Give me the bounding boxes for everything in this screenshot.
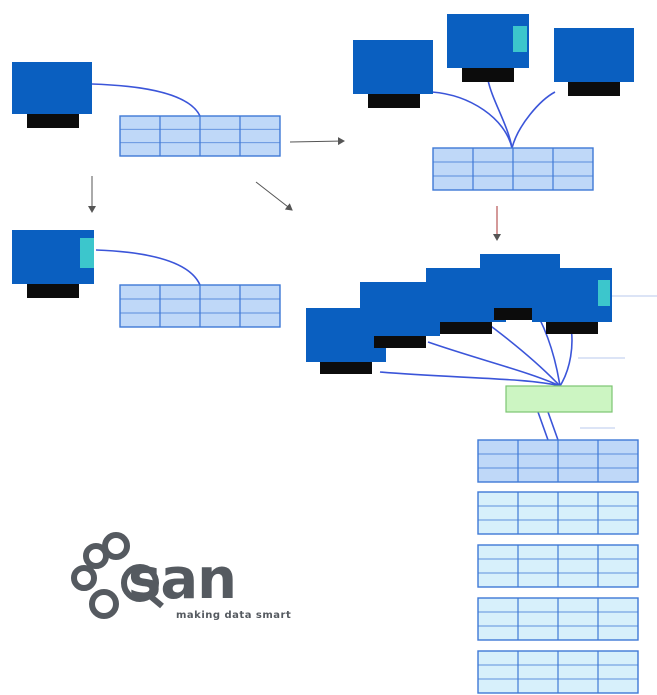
- link-switch-to-array-b: [547, 411, 559, 441]
- connection-links: [91, 79, 573, 441]
- link-san-server-1: [379, 371, 561, 387]
- das-storage-unit: [119, 115, 281, 157]
- link-nas-server-right: [511, 91, 556, 149]
- das-server-monitor: [12, 62, 92, 128]
- nas-server-middle-monitor: [447, 14, 529, 82]
- storage-units: [119, 115, 639, 694]
- link-san-server-2: [427, 341, 561, 387]
- qsan-logo-mark: [71, 532, 164, 619]
- link-das-server-to-storage: [91, 83, 201, 117]
- flow-arrows: [88, 137, 501, 241]
- san-array-shelf-1: [477, 491, 639, 535]
- nas-server-left-monitor: [353, 40, 433, 108]
- logo-wordmark: san: [128, 547, 237, 612]
- arrow-das-to-san: [255, 181, 293, 211]
- arrow-das-to-nas: [289, 137, 345, 146]
- link-nas-server-middle: [487, 79, 513, 149]
- das-storage-unit-2: [119, 284, 281, 328]
- das-server-2-monitor: [12, 230, 94, 298]
- san-server-5-monitor: [532, 268, 612, 334]
- nas-storage-unit: [432, 147, 594, 191]
- san-switch: [505, 385, 613, 413]
- san-array-controller: [477, 439, 639, 483]
- link-das-server2-to-storage: [95, 249, 201, 286]
- link-nas-server-left: [431, 91, 513, 149]
- nas-server-right-monitor: [554, 28, 634, 96]
- san-array-shelf-4: [477, 650, 639, 694]
- logo-tagline: making data smart: [176, 610, 292, 621]
- san-array-shelf-3: [477, 597, 639, 641]
- san-array-shelf-2: [477, 544, 639, 588]
- link-switch-to-array-a: [537, 411, 549, 441]
- monitors: [12, 14, 634, 374]
